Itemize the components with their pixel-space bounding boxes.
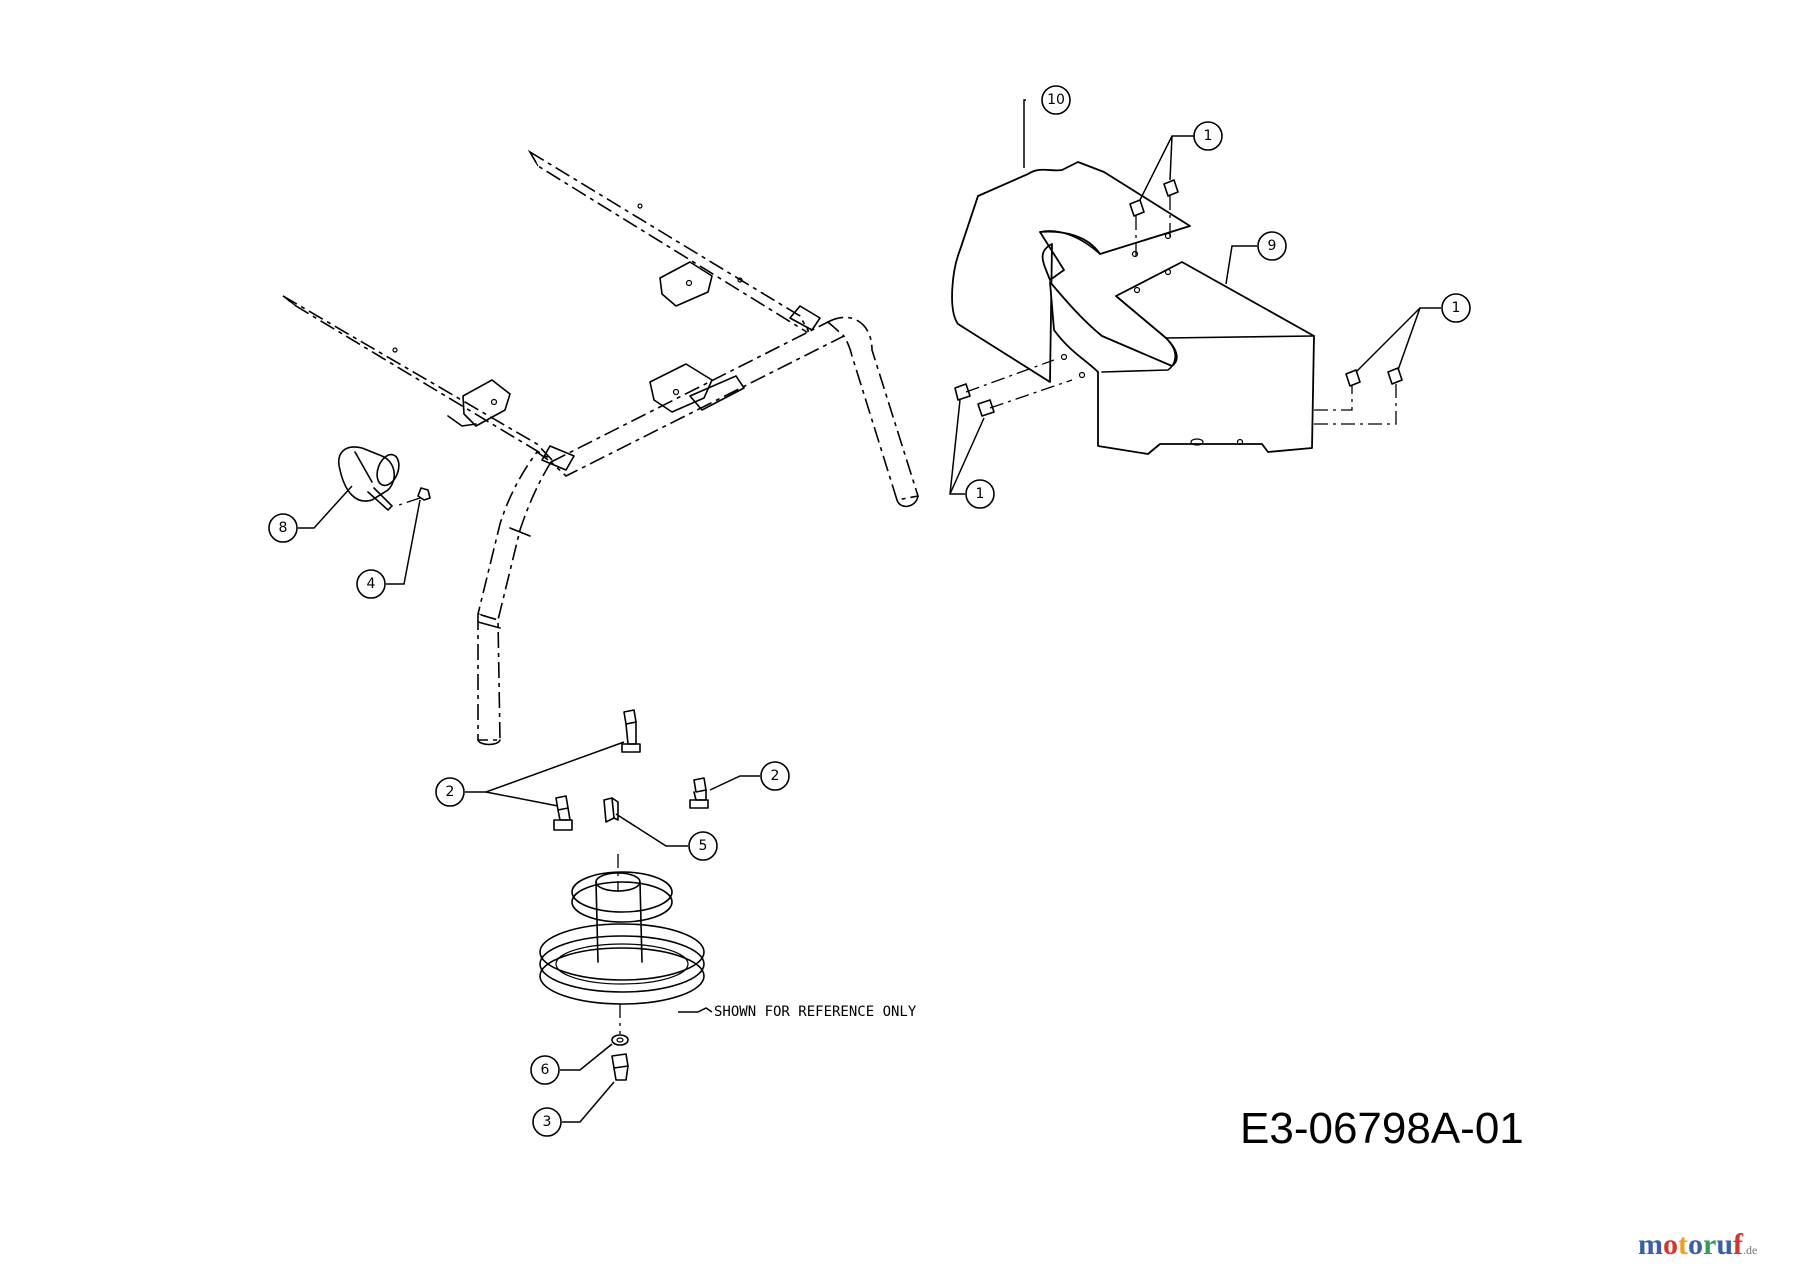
svg-text:5: 5 — [699, 838, 708, 854]
callout-9: 9 — [1257, 231, 1287, 261]
svg-text:4: 4 — [367, 576, 376, 592]
callout-3: 3 — [532, 1107, 562, 1137]
svg-text:9: 9 — [1268, 238, 1277, 254]
callout-8: 8 — [268, 513, 298, 543]
callout-1-top: 1 — [1193, 121, 1223, 151]
watermark-letter: m — [1638, 1228, 1663, 1261]
watermark-logo: motoruf.de — [1638, 1228, 1757, 1262]
watermark-letter: o — [1663, 1228, 1678, 1261]
callout-1-right: 1 — [1441, 293, 1471, 323]
watermark-letter: u — [1716, 1228, 1734, 1261]
part-8-clip — [338, 446, 400, 511]
callout-2-left: 2 — [435, 777, 465, 807]
callout-4: 4 — [356, 569, 386, 599]
svg-text:1: 1 — [1452, 300, 1461, 316]
leader-lines — [298, 99, 1441, 1123]
part-2-bolt-left — [553, 795, 573, 831]
drawing-number: E3-06798A-01 — [1240, 1104, 1524, 1153]
svg-text:2: 2 — [446, 784, 455, 800]
svg-text:10: 10 — [1047, 92, 1065, 108]
watermark-letter: o — [1688, 1228, 1703, 1261]
part-1-bolts — [954, 179, 1403, 425]
part-9-cover — [1049, 261, 1315, 455]
callout-10: 10 — [1041, 85, 1071, 115]
part-2-bolt-top — [621, 709, 641, 753]
callout-5: 5 — [688, 831, 718, 861]
part-10-cover — [951, 161, 1191, 383]
part-5-key — [603, 797, 619, 823]
handle-frame — [282, 149, 920, 746]
part-2-bolt-right — [689, 777, 709, 809]
svg-text:1: 1 — [1204, 128, 1213, 144]
watermark-letter: t — [1678, 1228, 1688, 1261]
watermark-letter: r — [1703, 1228, 1717, 1261]
svg-text:1: 1 — [976, 486, 985, 502]
pulley-assembly — [539, 854, 705, 1034]
svg-text:3: 3 — [543, 1114, 552, 1130]
part-6-washer — [611, 1034, 629, 1046]
svg-text:6: 6 — [541, 1062, 550, 1078]
callout-6: 6 — [530, 1055, 560, 1085]
callout-1-left: 1 — [965, 479, 995, 509]
reference-note: SHOWN FOR REFERENCE ONLY — [714, 1004, 917, 1020]
svg-text:8: 8 — [279, 520, 288, 536]
watermark-letter: f — [1733, 1228, 1744, 1261]
part-3-bolt — [611, 1053, 629, 1081]
callout-2-right: 2 — [760, 761, 790, 791]
svg-text:2: 2 — [771, 768, 780, 784]
part-4-bolt — [395, 487, 431, 507]
watermark-suffix: .de — [1743, 1243, 1758, 1257]
